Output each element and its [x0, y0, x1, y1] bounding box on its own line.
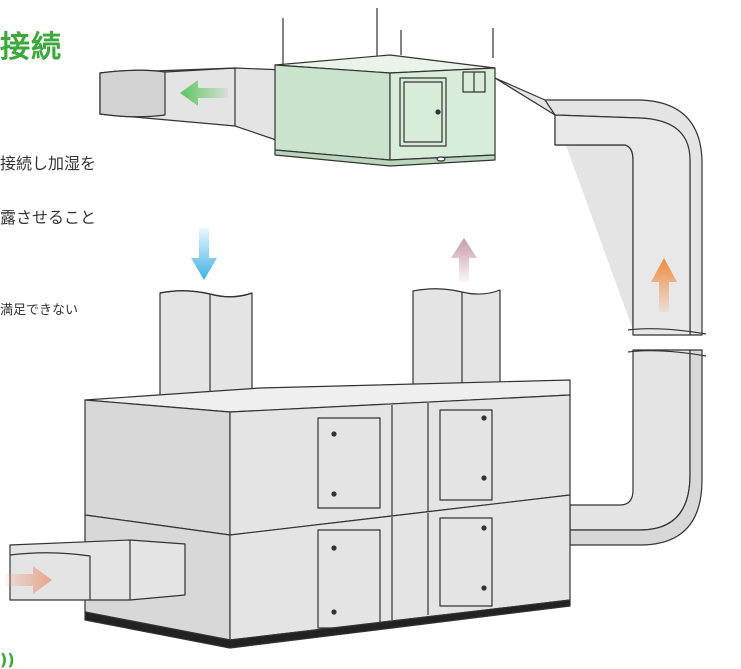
left-arrow-icon	[180, 80, 228, 106]
outside-air-inlet-duct	[159, 290, 253, 403]
up-arrow-icon	[451, 238, 477, 282]
upper-access-panel-left	[317, 417, 381, 509]
duct-break-mark	[627, 328, 707, 357]
right-arrow-icon	[5, 566, 52, 594]
description-line-1: 接続し加湿を	[0, 154, 97, 173]
air-handling-unit-upper	[84, 379, 571, 536]
humidifier-unit	[274, 54, 496, 167]
lower-access-panel-right	[439, 517, 493, 607]
exhaust-duct	[412, 288, 501, 393]
up-arrow-icon	[651, 258, 677, 312]
return-air-inlet-duct	[9, 539, 186, 601]
description-line-2: 露させること	[0, 208, 97, 227]
page-title: 接続	[0, 30, 62, 65]
lower-access-panel-left	[317, 529, 381, 629]
hanging-rods	[282, 8, 494, 70]
supply-duct-top	[99, 67, 286, 144]
description-line-3: 満足できない	[0, 303, 79, 318]
bottom-heading-fragment: ))	[0, 650, 15, 669]
down-arrow-icon	[191, 228, 217, 280]
ahu-base	[84, 599, 571, 649]
upper-access-panel-right	[439, 409, 493, 501]
